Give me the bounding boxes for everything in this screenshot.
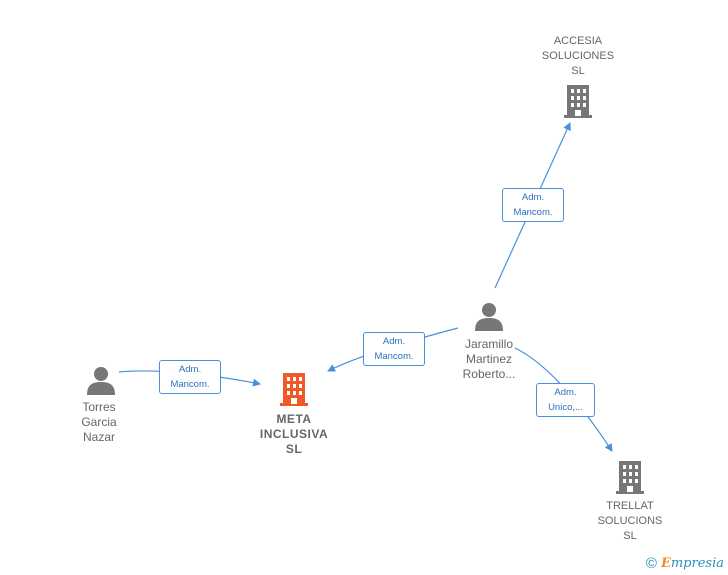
node-label-jaramillo[interactable]: Jaramillo Martinez Roberto... — [462, 337, 516, 381]
building-icon-focus[interactable] — [278, 372, 310, 408]
building-icon[interactable] — [562, 84, 594, 120]
node-label-meta[interactable]: META INCLUSIVA SL — [259, 412, 329, 456]
node-label-accesia[interactable]: ACCESIA SOLUCIONES SL — [541, 35, 615, 77]
person-icon[interactable] — [86, 364, 116, 396]
building-icon[interactable] — [614, 460, 646, 496]
footer-brand: © Empresia — [646, 555, 724, 572]
node-label-trellat[interactable]: TRELLAT SOLUCIONS SL — [597, 500, 663, 542]
edge-label-jaramillo-meta[interactable]: Adm. Mancom. — [363, 332, 425, 366]
brand-initial: E — [660, 556, 671, 571]
edge-label-jaramillo-trellat[interactable]: Adm. Unico,... — [536, 383, 595, 417]
copyright-icon: © — [645, 555, 657, 572]
edge-label-jaramillo-accesia[interactable]: Adm. Mancom. — [502, 188, 564, 222]
edge-label-torres-meta[interactable]: Adm. Mancom. — [159, 360, 221, 394]
node-label-torres[interactable]: Torres Garcia Nazar — [81, 400, 117, 444]
brand-logo[interactable]: Empresia — [661, 556, 724, 571]
brand-rest: mpresia — [670, 556, 724, 571]
person-icon[interactable] — [474, 300, 504, 332]
